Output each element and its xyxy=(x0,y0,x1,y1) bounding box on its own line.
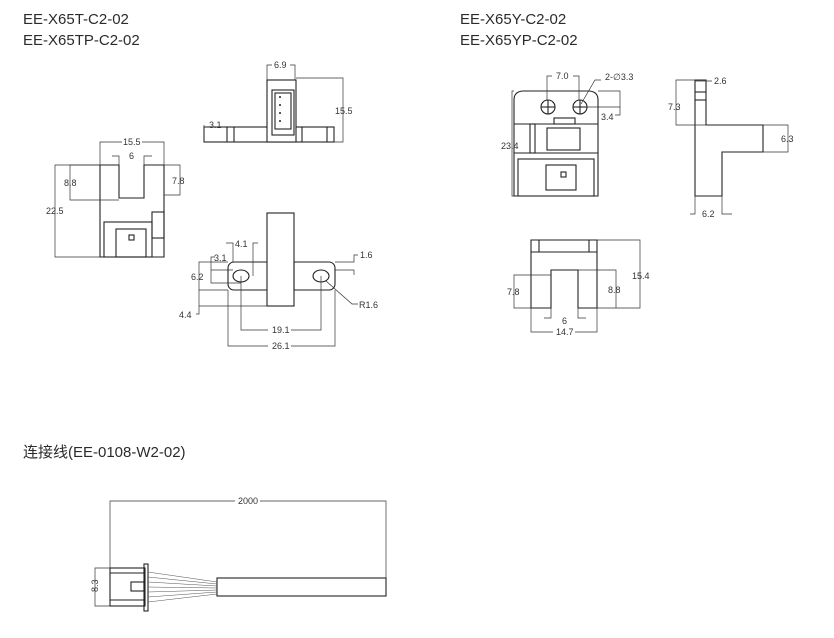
dim-7-8-y: 7.8 xyxy=(507,287,520,297)
dim-2-6: 2.6 xyxy=(714,76,727,86)
dim-3-4: 3.4 xyxy=(601,112,614,122)
dim-15-5-front: 15.5 xyxy=(123,137,141,147)
title-ee-x65y: EE-X65Y-C2-02 xyxy=(460,11,566,28)
dim-19-1: 19.1 xyxy=(272,325,290,335)
dim-15-4: 15.4 xyxy=(632,271,650,281)
dim-6-y: 6 xyxy=(562,316,567,326)
dim-6-3: 6.3 xyxy=(781,134,794,144)
title-ee-x65yp: EE-X65YP-C2-02 xyxy=(460,32,578,49)
dim-7-0: 7.0 xyxy=(556,71,569,81)
dim-3-1-bottom: 3.1 xyxy=(214,253,227,263)
dim-23-4: 23.4 xyxy=(501,141,519,151)
title-cable: 连接线(EE-0108-W2-02) xyxy=(23,444,186,461)
dim-8-3: 8.3 xyxy=(90,579,100,592)
dim-6-front: 6 xyxy=(129,151,134,161)
dim-1-6: 1.6 xyxy=(360,250,373,260)
dim-6-2-y: 6.2 xyxy=(702,209,715,219)
title-ee-x65t: EE-X65T-C2-02 xyxy=(23,11,129,28)
title-ee-x65tp: EE-X65TP-C2-02 xyxy=(23,32,140,49)
dim-22-5: 22.5 xyxy=(46,206,64,216)
t-top-view: 6.9 15.5 3.1 xyxy=(203,60,353,143)
dim-26-1: 26.1 xyxy=(272,341,290,351)
dim-2-d3-3: 2-∅3.3 xyxy=(605,72,633,82)
y-bottom-view: 15.4 7.8 8.8 6 14.7 xyxy=(507,239,650,337)
y-front-view: 7.0 2-∅3.3 3.4 23.4 xyxy=(501,71,633,197)
t-front-view: 15.5 6 22.5 8.8 7.8 xyxy=(46,137,185,258)
dim-6-2-t: 6.2 xyxy=(191,272,204,282)
dim-8-8-y: 8.8 xyxy=(608,285,621,295)
dim-2000: 2000 xyxy=(238,496,258,506)
dim-3-1-top: 3.1 xyxy=(209,120,222,130)
dim-4-4: 4.4 xyxy=(179,310,192,320)
dim-6-9: 6.9 xyxy=(274,60,287,70)
dim-7-3: 7.3 xyxy=(668,102,681,112)
dim-15-5-top: 15.5 xyxy=(335,106,353,116)
y-side-view: 2.6 7.3 6.3 6.2 xyxy=(668,76,794,219)
dim-r1-6: R1.6 xyxy=(359,300,378,310)
t-bottom-view: 4.1 3.1 6.2 4.4 1.6 R1.6 19.1 26.1 xyxy=(179,212,378,351)
cable-view: 2000 8.3 xyxy=(90,496,387,612)
dim-7-8-front: 7.8 xyxy=(172,176,185,186)
dim-14-7: 14.7 xyxy=(556,327,574,337)
dim-4-1: 4.1 xyxy=(235,239,248,249)
dim-8-8-front: 8.8 xyxy=(64,178,77,188)
